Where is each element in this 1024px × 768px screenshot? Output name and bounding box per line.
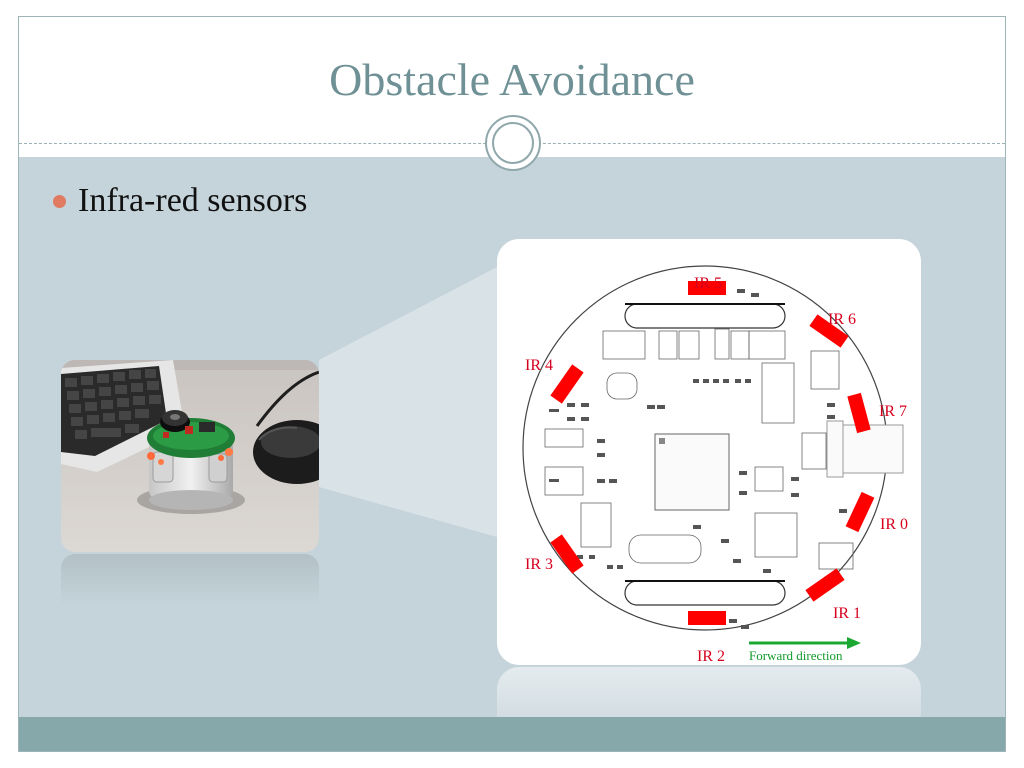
ir-label-4: IR 4 (525, 357, 553, 374)
robot-icon (147, 410, 235, 510)
robot-photo (61, 360, 319, 552)
forward-arrow-icon (749, 637, 861, 649)
ir-sensor-5 (688, 281, 726, 295)
ir-label-7: IR 7 (879, 403, 907, 420)
circle-ornament-icon (485, 115, 541, 171)
bullet-dot-icon (53, 194, 66, 208)
ir-sensor-2 (688, 611, 726, 625)
slide: Obstacle Avoidance Infra-red sensors (18, 16, 1006, 752)
bullet-item: Infra-red sensors (53, 182, 307, 220)
ir-sensor-0 (845, 491, 875, 533)
zoom-callout-shape (319, 267, 497, 537)
bullet-text: Infra-red sensors (78, 182, 308, 219)
ir-label-2: IR 2 (697, 648, 725, 665)
photo-reflection (61, 554, 319, 606)
ir-label-0: IR 0 (880, 516, 908, 533)
ir-sensor-7 (847, 392, 871, 434)
ir-sensor-1 (805, 568, 845, 602)
ir-sensor-4 (550, 364, 584, 404)
slide-title: Obstacle Avoidance (329, 54, 695, 105)
ir-label-3: IR 3 (525, 556, 553, 573)
mouse-icon (253, 420, 319, 484)
forward-direction-label: Forward direction (749, 648, 843, 663)
ir-sensors (550, 281, 875, 625)
footer-band (19, 717, 1005, 751)
ir-label-5: IR 5 (694, 275, 722, 292)
ir-sensor-6 (809, 314, 849, 348)
ir-label-6: IR 6 (828, 311, 856, 328)
ir-label-1: IR 1 (833, 605, 861, 622)
ir-sensor-diagram: IR 5 IR 6 IR 4 IR 7 IR 0 IR 3 IR 1 IR 2 … (497, 239, 921, 665)
ir-sensor-3 (550, 534, 584, 574)
keyboard-icon (61, 360, 185, 472)
